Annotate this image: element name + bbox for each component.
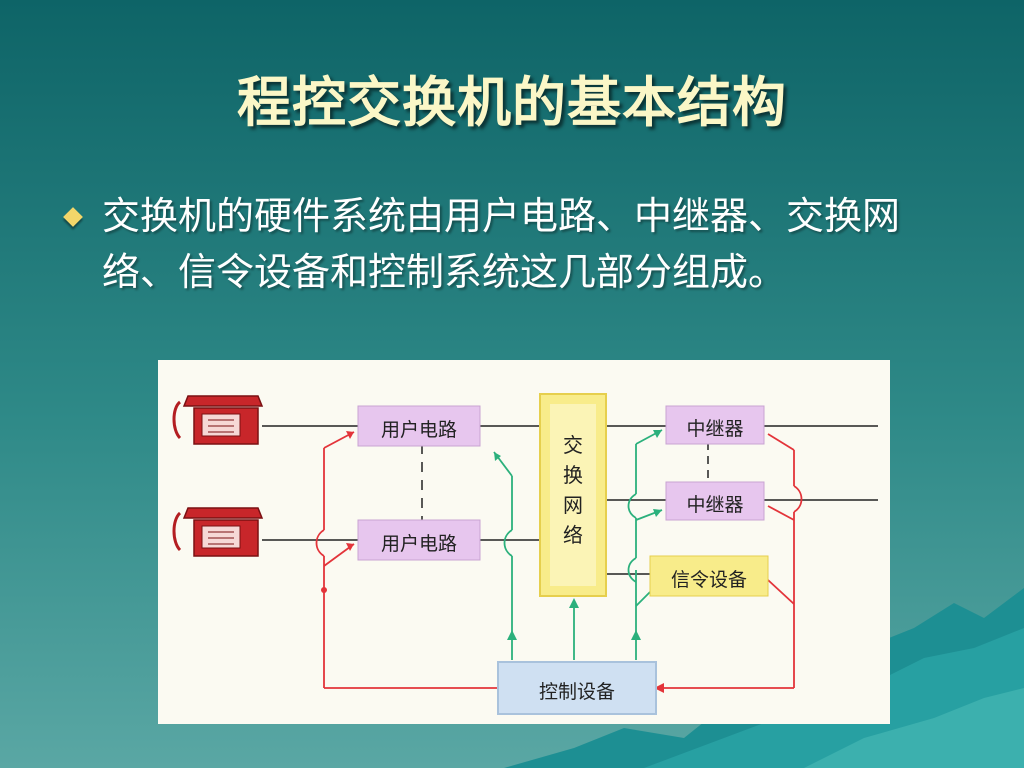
green-lines xyxy=(493,429,663,660)
trunk-label-1: 中继器 xyxy=(686,418,744,440)
subscriber-circuit-label-1: 用户电路 xyxy=(380,419,457,441)
telephone-icon xyxy=(172,507,264,557)
signaling-equipment-label: 信令设备 xyxy=(670,569,747,591)
control-equipment-label: 控制设备 xyxy=(538,681,615,703)
switching-network-label: 交换网络 xyxy=(563,433,583,547)
red-lines xyxy=(315,431,803,689)
red-arrowheads xyxy=(321,431,664,693)
bullet-diamond-icon xyxy=(63,207,83,227)
switching-network-inner xyxy=(550,404,596,586)
subscriber-circuit-box-2 xyxy=(357,519,481,561)
signal-lines xyxy=(262,425,878,575)
switch-structure-diagram: 用户电路 用户电路 交换网络 中继器 中继器 信令设备 控制设备 xyxy=(158,360,890,724)
green-arrowheads xyxy=(494,430,662,640)
slide-title: 程控交换机的基本结构 xyxy=(237,70,787,134)
trunk-box-2 xyxy=(665,481,765,521)
signaling-equipment-box xyxy=(649,555,769,597)
trunk-label-2: 中继器 xyxy=(686,494,744,516)
bullet-text: 交换机的硬件系统由用户电路、中继器、交换网络、信令设备和控制系统这几部分组成。 xyxy=(102,194,901,294)
subscriber-circuit-box-1 xyxy=(357,405,481,447)
trunk-box-1 xyxy=(665,405,765,445)
telephone-icon xyxy=(172,395,264,445)
control-equipment-box xyxy=(497,661,657,715)
diagram-canvas xyxy=(172,393,878,715)
subscriber-circuit-label-2: 用户电路 xyxy=(380,533,457,555)
